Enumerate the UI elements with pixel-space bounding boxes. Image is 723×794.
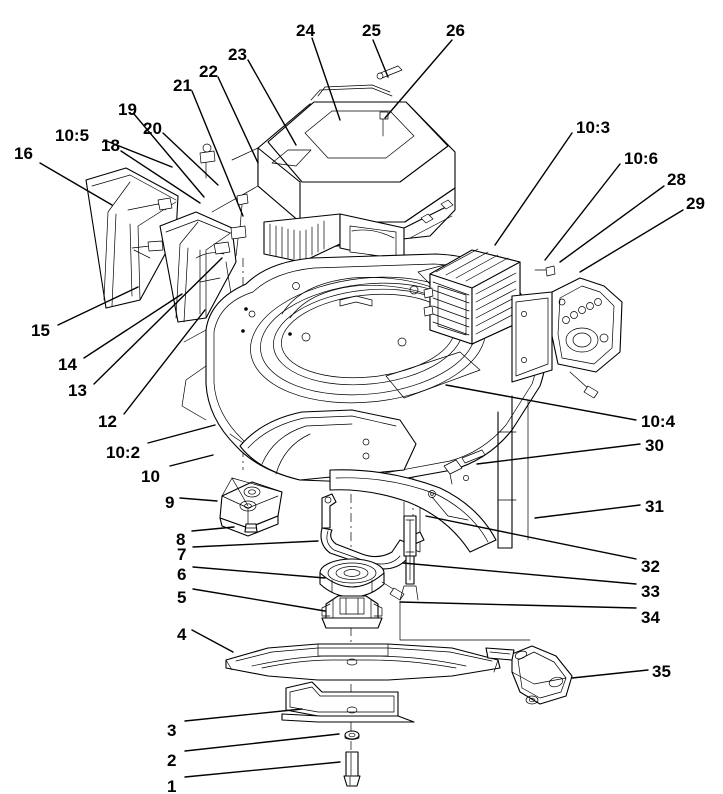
- leader-line-35: [571, 669, 649, 679]
- leader-line-21: [191, 90, 244, 217]
- callout-number-14: 14: [58, 355, 77, 374]
- callout-number-10-4: 10:4: [641, 412, 676, 431]
- lock-washer-art: [344, 730, 360, 740]
- callout-number-10-6: 10:6: [624, 149, 659, 168]
- leader-line-16: [39, 162, 113, 206]
- callout-number-21: 21: [173, 76, 192, 95]
- callout-leader-lines: [39, 37, 684, 778]
- pulley-art: [319, 558, 405, 601]
- callout-number-5: 5: [177, 588, 187, 607]
- callout-number-8: 8: [176, 530, 186, 549]
- control-rod-art: [399, 515, 531, 641]
- callout-number-9: 9: [165, 493, 175, 512]
- spindle-housing-art: [219, 477, 283, 537]
- leader-line-7: [192, 540, 319, 548]
- cutting-blade-art: [225, 643, 501, 681]
- gearbox-side-plate-art: [511, 277, 623, 399]
- leader-line-31: [534, 504, 641, 519]
- callout-number-10-5: 10:5: [55, 126, 90, 145]
- deflector-art: [159, 211, 237, 323]
- leader-line-10-4: [445, 384, 637, 421]
- engine-fasteners: [376, 65, 403, 137]
- callout-number-19: 19: [118, 100, 137, 119]
- leader-line-15: [57, 286, 139, 326]
- callout-number-6: 6: [177, 565, 187, 584]
- engine-assembly-art: [211, 84, 456, 263]
- leader-line-14: [83, 293, 183, 359]
- blade-adapter-art: [321, 595, 383, 629]
- rear-skirt-art: [329, 449, 497, 553]
- leader-line-19: [133, 113, 205, 198]
- leader-line-10-5: [103, 139, 173, 168]
- leader-line-8: [191, 526, 235, 532]
- leader-line-1: [184, 761, 341, 778]
- callout-number-1: 1: [167, 777, 177, 794]
- leader-line-10-6: [544, 163, 621, 261]
- leader-line-23: [247, 59, 297, 146]
- callout-number-25: 25: [362, 21, 381, 40]
- callout-number-35: 35: [652, 662, 671, 681]
- callout-number-12: 12: [98, 412, 117, 431]
- callout-number-4: 4: [177, 625, 187, 644]
- leader-line-18: [120, 150, 201, 204]
- leader-line-32: [425, 515, 637, 560]
- callout-number-18: 18: [101, 136, 120, 155]
- leader-line-12: [123, 309, 206, 415]
- callout-number-10: 10: [141, 467, 160, 486]
- leader-line-5: [192, 588, 326, 612]
- leader-line-6: [192, 566, 326, 579]
- leader-line-2: [184, 733, 340, 752]
- leader-line-22: [217, 76, 259, 164]
- callout-number-31: 31: [645, 497, 664, 516]
- leader-line-3: [184, 708, 303, 722]
- callout-number-33: 33: [641, 582, 660, 601]
- callout-number-13: 13: [68, 381, 87, 400]
- leader-line-24: [311, 37, 341, 121]
- callout-number-16: 16: [14, 144, 33, 163]
- callout-number-10-3: 10:3: [576, 118, 611, 137]
- callout-number-28: 28: [667, 170, 686, 189]
- callout-number-29: 29: [686, 194, 705, 213]
- leader-line-29: [579, 209, 684, 273]
- cooling-fin-assembly-art: [423, 248, 556, 345]
- leader-line-26: [384, 39, 453, 119]
- leader-line-4: [191, 629, 234, 653]
- callout-number-3: 3: [167, 721, 177, 740]
- callout-number-7: 7: [177, 545, 187, 564]
- callout-number-30: 30: [645, 436, 664, 455]
- handle-bracket-art: [485, 645, 573, 705]
- callout-number-20: 20: [143, 119, 162, 138]
- leader-line-20: [162, 132, 219, 186]
- callout-number-32: 32: [641, 557, 660, 576]
- callout-number-26: 26: [446, 21, 465, 40]
- leader-line-28: [559, 185, 665, 263]
- leader-line-25: [372, 39, 389, 78]
- spindle-nut-art: [244, 523, 258, 533]
- callout-number-2: 2: [167, 751, 177, 770]
- deck-fasteners-left: [199, 143, 249, 319]
- right-bracket-art: [497, 395, 529, 549]
- leader-line-30: [476, 443, 641, 465]
- leader-line-33: [402, 562, 637, 585]
- leader-line-34: [399, 601, 637, 609]
- leader-line-13: [93, 257, 223, 385]
- leader-line-9: [179, 497, 218, 502]
- callout-number-10-2: 10:2: [106, 443, 141, 462]
- callout-number-34: 34: [641, 608, 660, 627]
- leader-line-10: [169, 454, 214, 467]
- blade-stiffener-art: [281, 681, 415, 723]
- leader-line-10-2: [147, 424, 216, 444]
- leader-line-10-3: [494, 132, 573, 246]
- callout-number-24: 24: [296, 21, 315, 40]
- callout-number-22: 22: [199, 62, 218, 81]
- blade-bolt-art: [343, 751, 361, 787]
- callout-number-23: 23: [228, 45, 247, 64]
- callout-number-15: 15: [31, 321, 50, 340]
